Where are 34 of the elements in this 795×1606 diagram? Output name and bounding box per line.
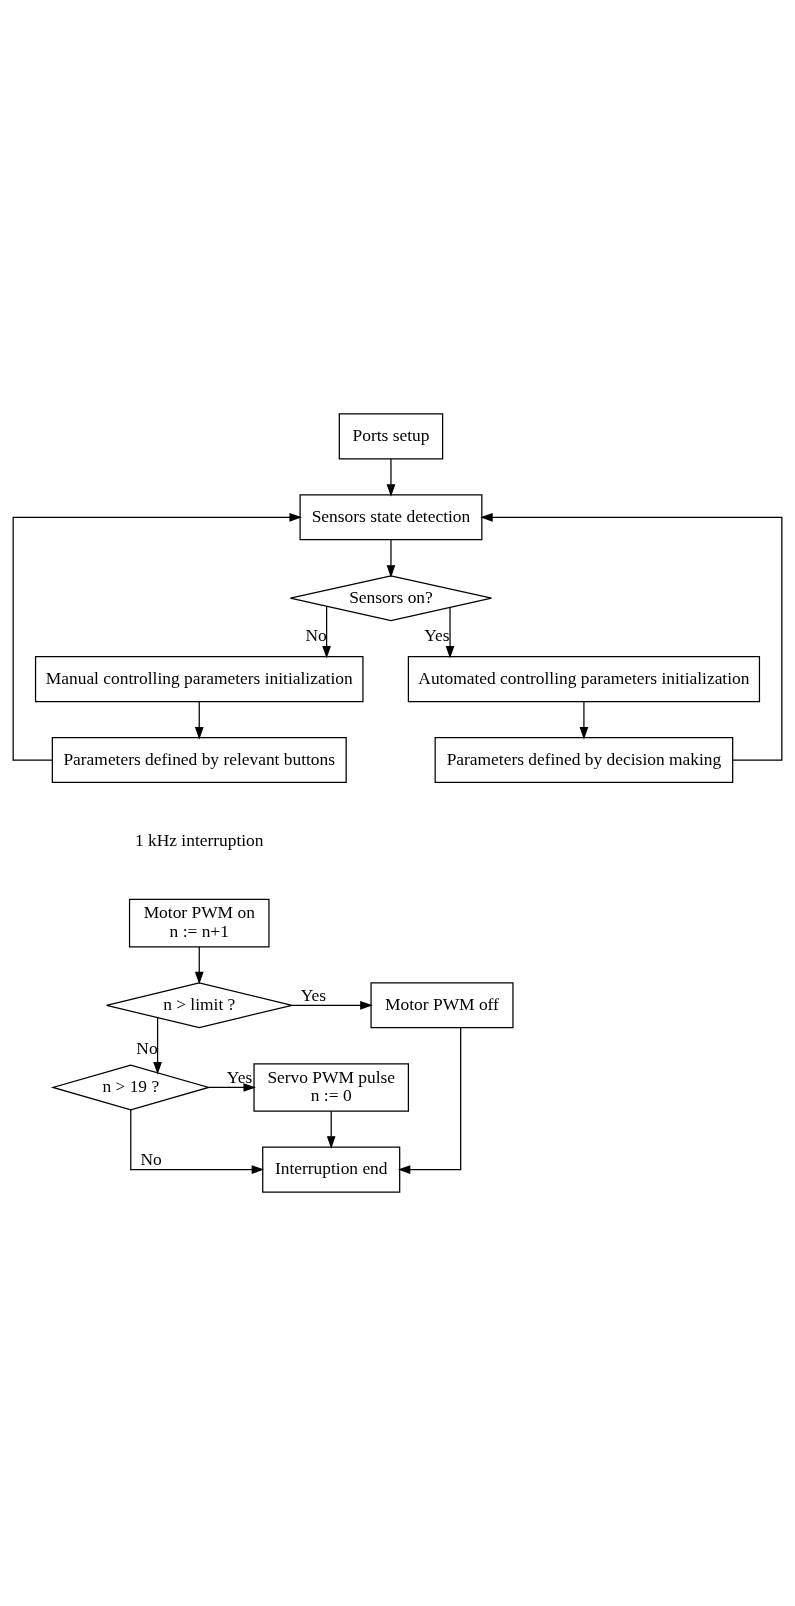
edge-label: No [140, 1148, 162, 1169]
arrow [386, 539, 396, 578]
node-box: Ports setup [338, 413, 444, 460]
node-box: Sensors state detection [299, 494, 483, 541]
arrow [12, 512, 302, 761]
node-box: Motor PWM on n := n+1 [128, 898, 270, 948]
arrow [153, 1017, 162, 1075]
node-box: Automated controlling parameters initialization [407, 656, 761, 703]
node-box: Parameters defined by decision making [434, 737, 734, 784]
arrow [194, 701, 204, 740]
arrow [322, 606, 331, 659]
node-box: Manual controlling parameters initialization [34, 656, 364, 703]
arrow [130, 1109, 265, 1174]
arrow [579, 701, 589, 740]
arrow [480, 512, 783, 761]
arrow [194, 946, 204, 985]
edge-label: Yes [226, 1066, 253, 1087]
node-diamond: Sensors on? [289, 575, 493, 622]
node-box: Motor PWM off [370, 982, 514, 1029]
edge-label: Yes [300, 984, 327, 1005]
node-box: Parameters defined by relevant buttons [51, 737, 347, 784]
node-diamond: n > limit ? [106, 982, 293, 1029]
node-box: Interruption end [262, 1146, 401, 1193]
node-box: Servo PWM pulse n := 0 [253, 1063, 409, 1112]
edge-label: No [136, 1038, 158, 1059]
arrow [326, 1110, 336, 1149]
arrow [291, 1000, 373, 1010]
edge-label: No [305, 624, 327, 645]
node-label: 1 kHz interruption [134, 829, 264, 850]
arrow [397, 1027, 462, 1174]
arrow [208, 1083, 256, 1092]
edge-label: Yes [424, 624, 450, 645]
arrow [445, 606, 455, 659]
arrow [386, 458, 396, 497]
